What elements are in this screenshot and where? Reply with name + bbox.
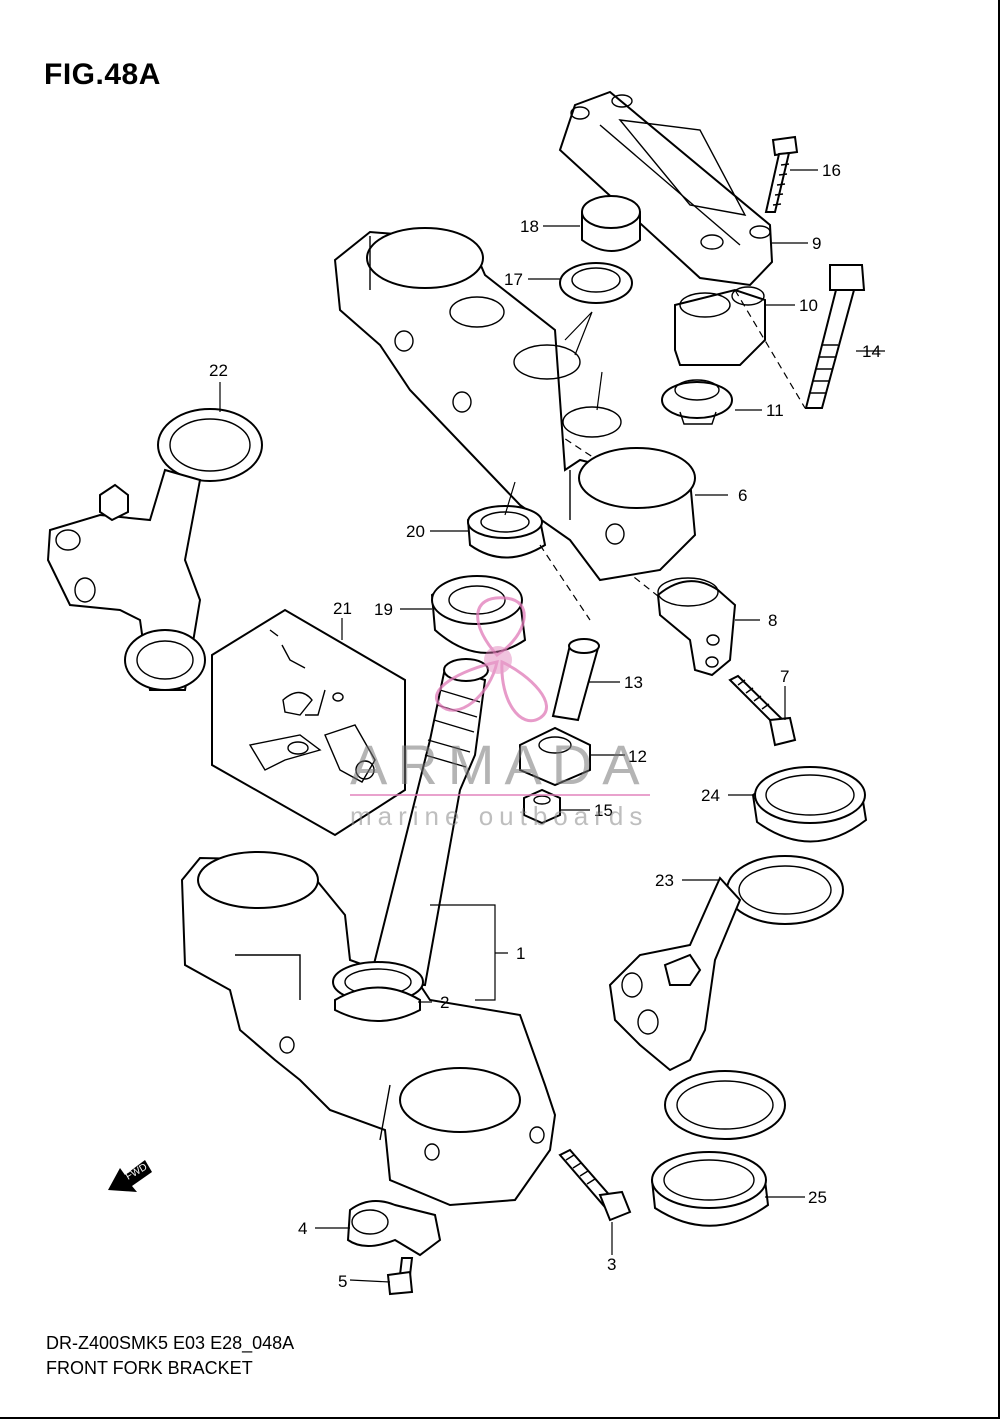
figure-caption: FRONT FORK BRACKET: [46, 1358, 253, 1378]
part-13-spacer[interactable]: [551, 638, 600, 722]
callout-13: 13: [624, 673, 643, 692]
watermark-brand: ARMADA: [350, 733, 650, 796]
callout-9: 9: [812, 234, 821, 253]
callout-24: 24: [701, 786, 720, 805]
callout-23: 23: [655, 871, 674, 890]
part-14-long-bolt[interactable]: [804, 264, 866, 409]
callout-7: 7: [780, 667, 789, 686]
part-15-nut[interactable]: [523, 788, 561, 825]
part-23-stay-bracket[interactable]: [608, 855, 844, 1140]
callout-19: 19: [374, 600, 393, 619]
part-8-bracket[interactable]: [656, 577, 737, 677]
fwd-direction-arrow: FWD: [108, 1160, 152, 1192]
callout-16: 16: [822, 161, 841, 180]
callout-12: 12: [628, 747, 647, 766]
part-20-nut[interactable]: [466, 505, 547, 559]
callout-17: 17: [504, 270, 523, 289]
guide-line-13: [539, 544, 591, 621]
part-4-clamp[interactable]: [346, 1200, 442, 1257]
callout-6: 6: [738, 486, 747, 505]
part-21-switch-kit[interactable]: [211, 608, 406, 837]
callout-20: 20: [406, 522, 425, 541]
callout-4: 4: [298, 1219, 307, 1238]
part-24-seal[interactable]: [751, 766, 868, 843]
part-16-bolt[interactable]: [764, 135, 799, 213]
part-12-nut[interactable]: [519, 726, 591, 787]
part-6-upper-bracket[interactable]: [333, 227, 697, 582]
callout-10: 10: [799, 296, 818, 315]
callout-5: 5: [338, 1272, 347, 1291]
callout-15: 15: [594, 801, 613, 820]
callout-22: 22: [209, 361, 228, 380]
part-18-cap[interactable]: [581, 195, 641, 252]
part-7-bolt[interactable]: [728, 674, 797, 747]
leader-lines: [219, 169, 885, 1283]
part-5-screw[interactable]: [386, 1257, 414, 1296]
callout-18: 18: [520, 217, 539, 236]
part-11-grommet[interactable]: [661, 379, 733, 425]
model-code: DR-Z400SMK5 E03 E28_048A: [46, 1333, 295, 1353]
callout-8: 8: [768, 611, 777, 630]
part-10-cushion[interactable]: [674, 286, 766, 366]
callout-11: 11: [766, 401, 784, 420]
armada-watermark: ARMADA marine outboards: [350, 596, 650, 831]
part-17-washer[interactable]: [559, 262, 633, 304]
callout-2: 2: [440, 993, 449, 1012]
guide-line-20: [504, 481, 516, 516]
callout-1: 1: [516, 944, 525, 963]
callout-25: 25: [808, 1188, 827, 1207]
callout-3: 3: [607, 1255, 616, 1274]
figure-title: FIG.48A: [44, 58, 161, 91]
callout-21: 21: [333, 599, 352, 618]
part-9-handlebar-clamp[interactable]: [558, 90, 774, 287]
callout-labels: 16 18 9 17 10 14 22 11 6 20 19 21 8 13 7…: [209, 161, 881, 1291]
callout-14: 14: [862, 342, 881, 361]
propeller-logo-icon: [435, 596, 548, 722]
part-3-bolt[interactable]: [558, 1148, 632, 1222]
part-25-seal[interactable]: [650, 1151, 770, 1227]
part-1-steering-stem-lower-bracket[interactable]: [180, 658, 557, 1207]
watermark-tagline: marine outboards: [350, 801, 648, 831]
part-22-stay-bracket[interactable]: [46, 408, 263, 691]
